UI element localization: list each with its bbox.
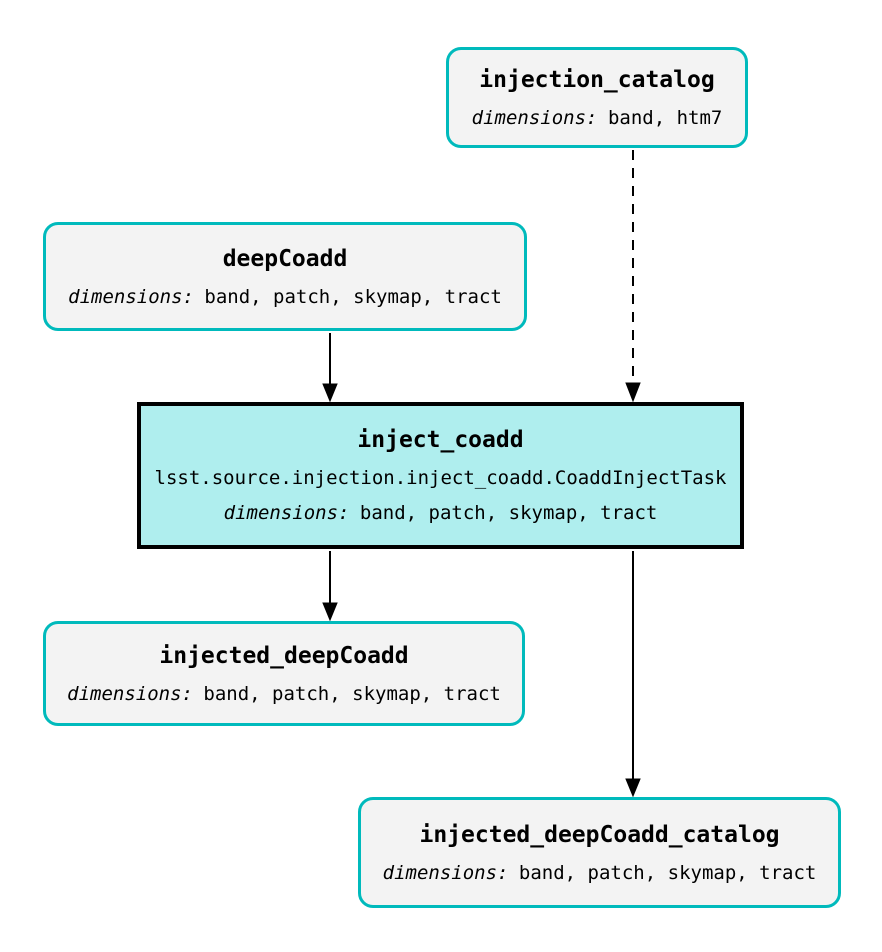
edge-injection-catalog-to-inject-coadd xyxy=(625,150,641,403)
node-dimensions: dimensions: band, patch, skymap, tract xyxy=(224,502,658,524)
dimensions-value: band, patch, skymap, tract xyxy=(203,682,501,705)
node-title: injected_deepCoadd_catalog xyxy=(419,821,780,848)
edge-inject-coadd-to-injected-deepcoadd xyxy=(322,551,338,622)
node-deepcoadd: deepCoadd dimensions: band, patch, skymap… xyxy=(43,222,527,331)
dimensions-label: dimensions: xyxy=(68,285,194,308)
node-injected-deepcoadd-catalog: injected_deepCoadd_catalog dimensions: ba… xyxy=(358,797,841,908)
dimensions-label: dimensions: xyxy=(471,106,598,129)
dimensions-value: band, patch, skymap, tract xyxy=(518,861,817,884)
node-title: inject_coadd xyxy=(357,427,524,453)
dimensions-value: band, patch, skymap, tract xyxy=(359,502,658,524)
task-class: lsst.source.injection.inject_coadd.Coadd… xyxy=(154,467,727,489)
node-title: injected_deepCoadd xyxy=(159,642,409,669)
dimensions-label: dimensions: xyxy=(223,502,350,524)
dimensions-value: band, patch, skymap, tract xyxy=(204,285,502,308)
node-dimensions: dimensions: band, patch, skymap, tract xyxy=(68,286,502,308)
edge-inject-coadd-to-injected-deepcoadd-catalog xyxy=(625,551,641,798)
node-title: injection_catalog xyxy=(479,66,715,93)
node-injection-catalog: injection_catalog dimensions: band, htm7 xyxy=(446,47,748,148)
node-inject-coadd-task: inject_coadd lsst.source.injection.injec… xyxy=(137,402,744,549)
node-dimensions: dimensions: band, patch, skymap, tract xyxy=(67,683,501,705)
dimensions-value: band, htm7 xyxy=(607,106,723,129)
dimensions-label: dimensions: xyxy=(382,861,509,884)
node-injected-deepcoadd: injected_deepCoadd dimensions: band, patc… xyxy=(43,621,525,726)
edge-deepcoadd-to-inject-coadd xyxy=(322,333,338,403)
node-dimensions: dimensions: band, patch, skymap, tract xyxy=(383,862,817,884)
node-title: deepCoadd xyxy=(222,245,348,272)
node-dimensions: dimensions: band, htm7 xyxy=(472,107,723,129)
dimensions-label: dimensions: xyxy=(67,682,193,705)
